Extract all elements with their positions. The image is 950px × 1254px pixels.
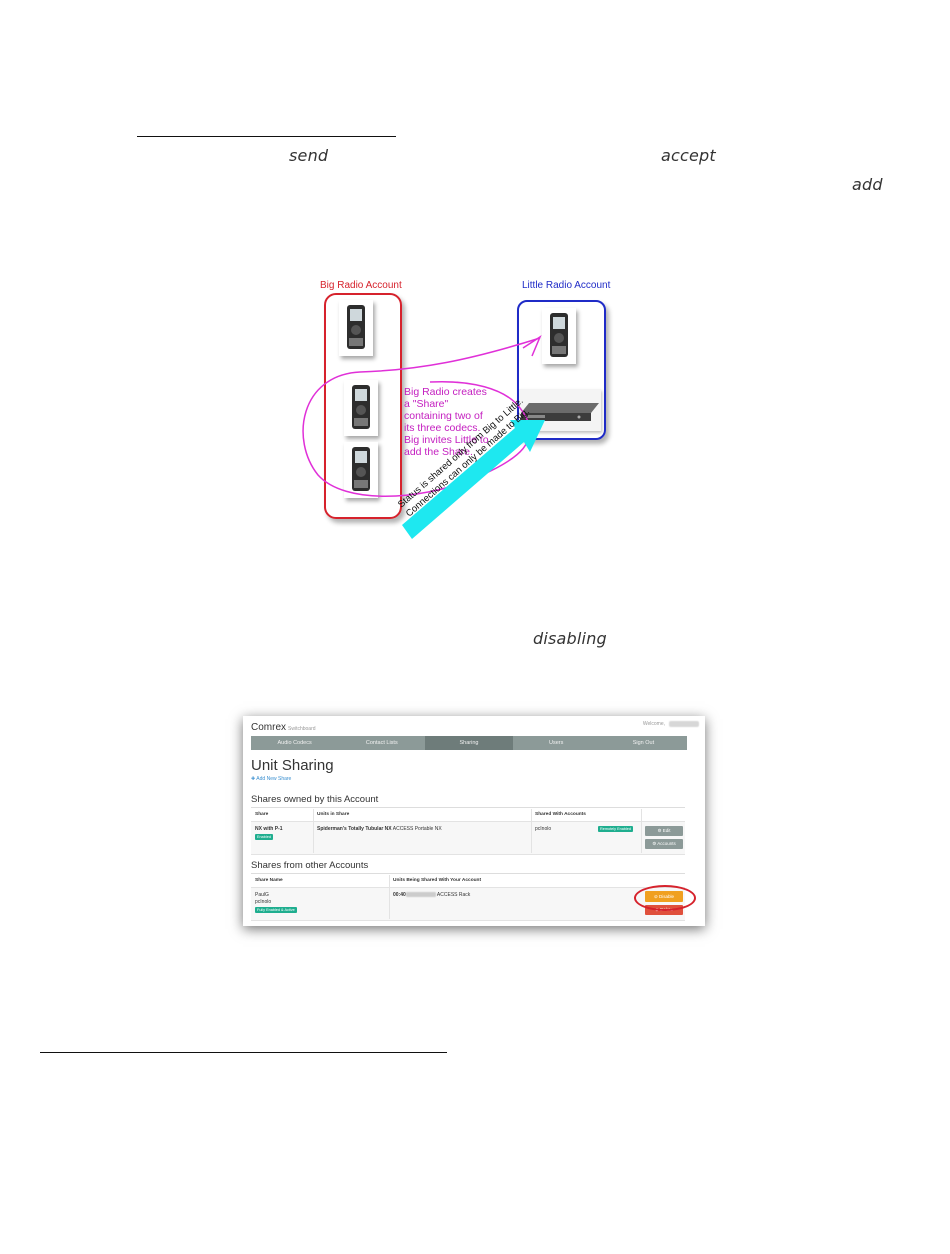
divider bbox=[251, 873, 685, 874]
underline-rule-top bbox=[137, 136, 396, 137]
shared-account: pcInolo bbox=[535, 826, 552, 832]
table-row bbox=[251, 821, 685, 855]
divider bbox=[251, 807, 685, 808]
redacted-username bbox=[669, 721, 699, 727]
codec-device-image bbox=[344, 442, 378, 498]
main-nav: Audio Codecs Contact Lists Sharing Users… bbox=[251, 736, 687, 750]
redacted-mac bbox=[405, 892, 436, 898]
owned-section-title: Shares owned by this Account bbox=[251, 794, 379, 805]
codec-device-image bbox=[344, 380, 378, 436]
share-owner-sub: pcInolo bbox=[255, 899, 272, 905]
edit-button[interactable]: ⚙ Edit bbox=[645, 826, 683, 836]
add-new-share-link[interactable]: ✚ Add New Share bbox=[251, 776, 292, 782]
share-note: Big Radio creates a "Share" containing t… bbox=[404, 386, 489, 458]
status-badge: Fully Enabled & Active bbox=[255, 907, 297, 913]
nav-sharing[interactable]: Sharing bbox=[425, 736, 513, 750]
status-badge: Remotely Enabled bbox=[598, 826, 634, 832]
nav-sign-out[interactable]: Sign Out bbox=[632, 740, 655, 746]
divider bbox=[641, 809, 642, 853]
divider bbox=[313, 809, 314, 853]
share-owner: PaulG bbox=[255, 892, 269, 898]
shared-unit: 00:40 ACCESS Rack bbox=[393, 892, 471, 898]
big-radio-box bbox=[324, 293, 402, 519]
nav-contact-lists[interactable]: Contact Lists bbox=[365, 740, 398, 746]
little-radio-title: Little Radio Account bbox=[522, 280, 611, 291]
others-section-title: Shares from other Accounts bbox=[251, 860, 369, 871]
nav-audio-codecs[interactable]: Audio Codecs bbox=[277, 740, 312, 746]
column-header: Share bbox=[255, 812, 269, 817]
column-header: Share Name bbox=[255, 878, 283, 883]
underline-rule-bottom bbox=[40, 1052, 447, 1053]
page-title: Unit Sharing bbox=[251, 757, 334, 774]
nav-users[interactable]: Users bbox=[549, 740, 564, 746]
emphasis-add: add bbox=[852, 175, 883, 194]
emphasis-disabling: disabling bbox=[533, 629, 607, 648]
column-header: Units Being Shared With Your Account bbox=[393, 878, 482, 883]
emphasis-accept: accept bbox=[661, 146, 716, 165]
status-badge: Enabled bbox=[255, 834, 273, 840]
welcome-text: Welcome, bbox=[642, 721, 665, 727]
big-radio-title: Big Radio Account bbox=[320, 280, 402, 291]
codec-device-image bbox=[339, 300, 373, 356]
units-in-share: Spiderman's Totally Tubular NX ACCESS Po… bbox=[317, 826, 442, 832]
column-header: Shared With Accounts bbox=[535, 812, 586, 817]
emphasis-send: send bbox=[289, 146, 329, 165]
highlight-circle bbox=[634, 885, 696, 911]
divider bbox=[531, 809, 532, 853]
little-radio-box bbox=[517, 300, 606, 440]
share-name: NX with P-1 bbox=[255, 826, 283, 832]
column-header: Units in Share bbox=[317, 812, 350, 817]
accounts-button[interactable]: ⚙ Accounts bbox=[645, 839, 683, 849]
codec-device-image bbox=[542, 308, 576, 364]
divider bbox=[389, 875, 390, 919]
table-row bbox=[251, 887, 685, 921]
